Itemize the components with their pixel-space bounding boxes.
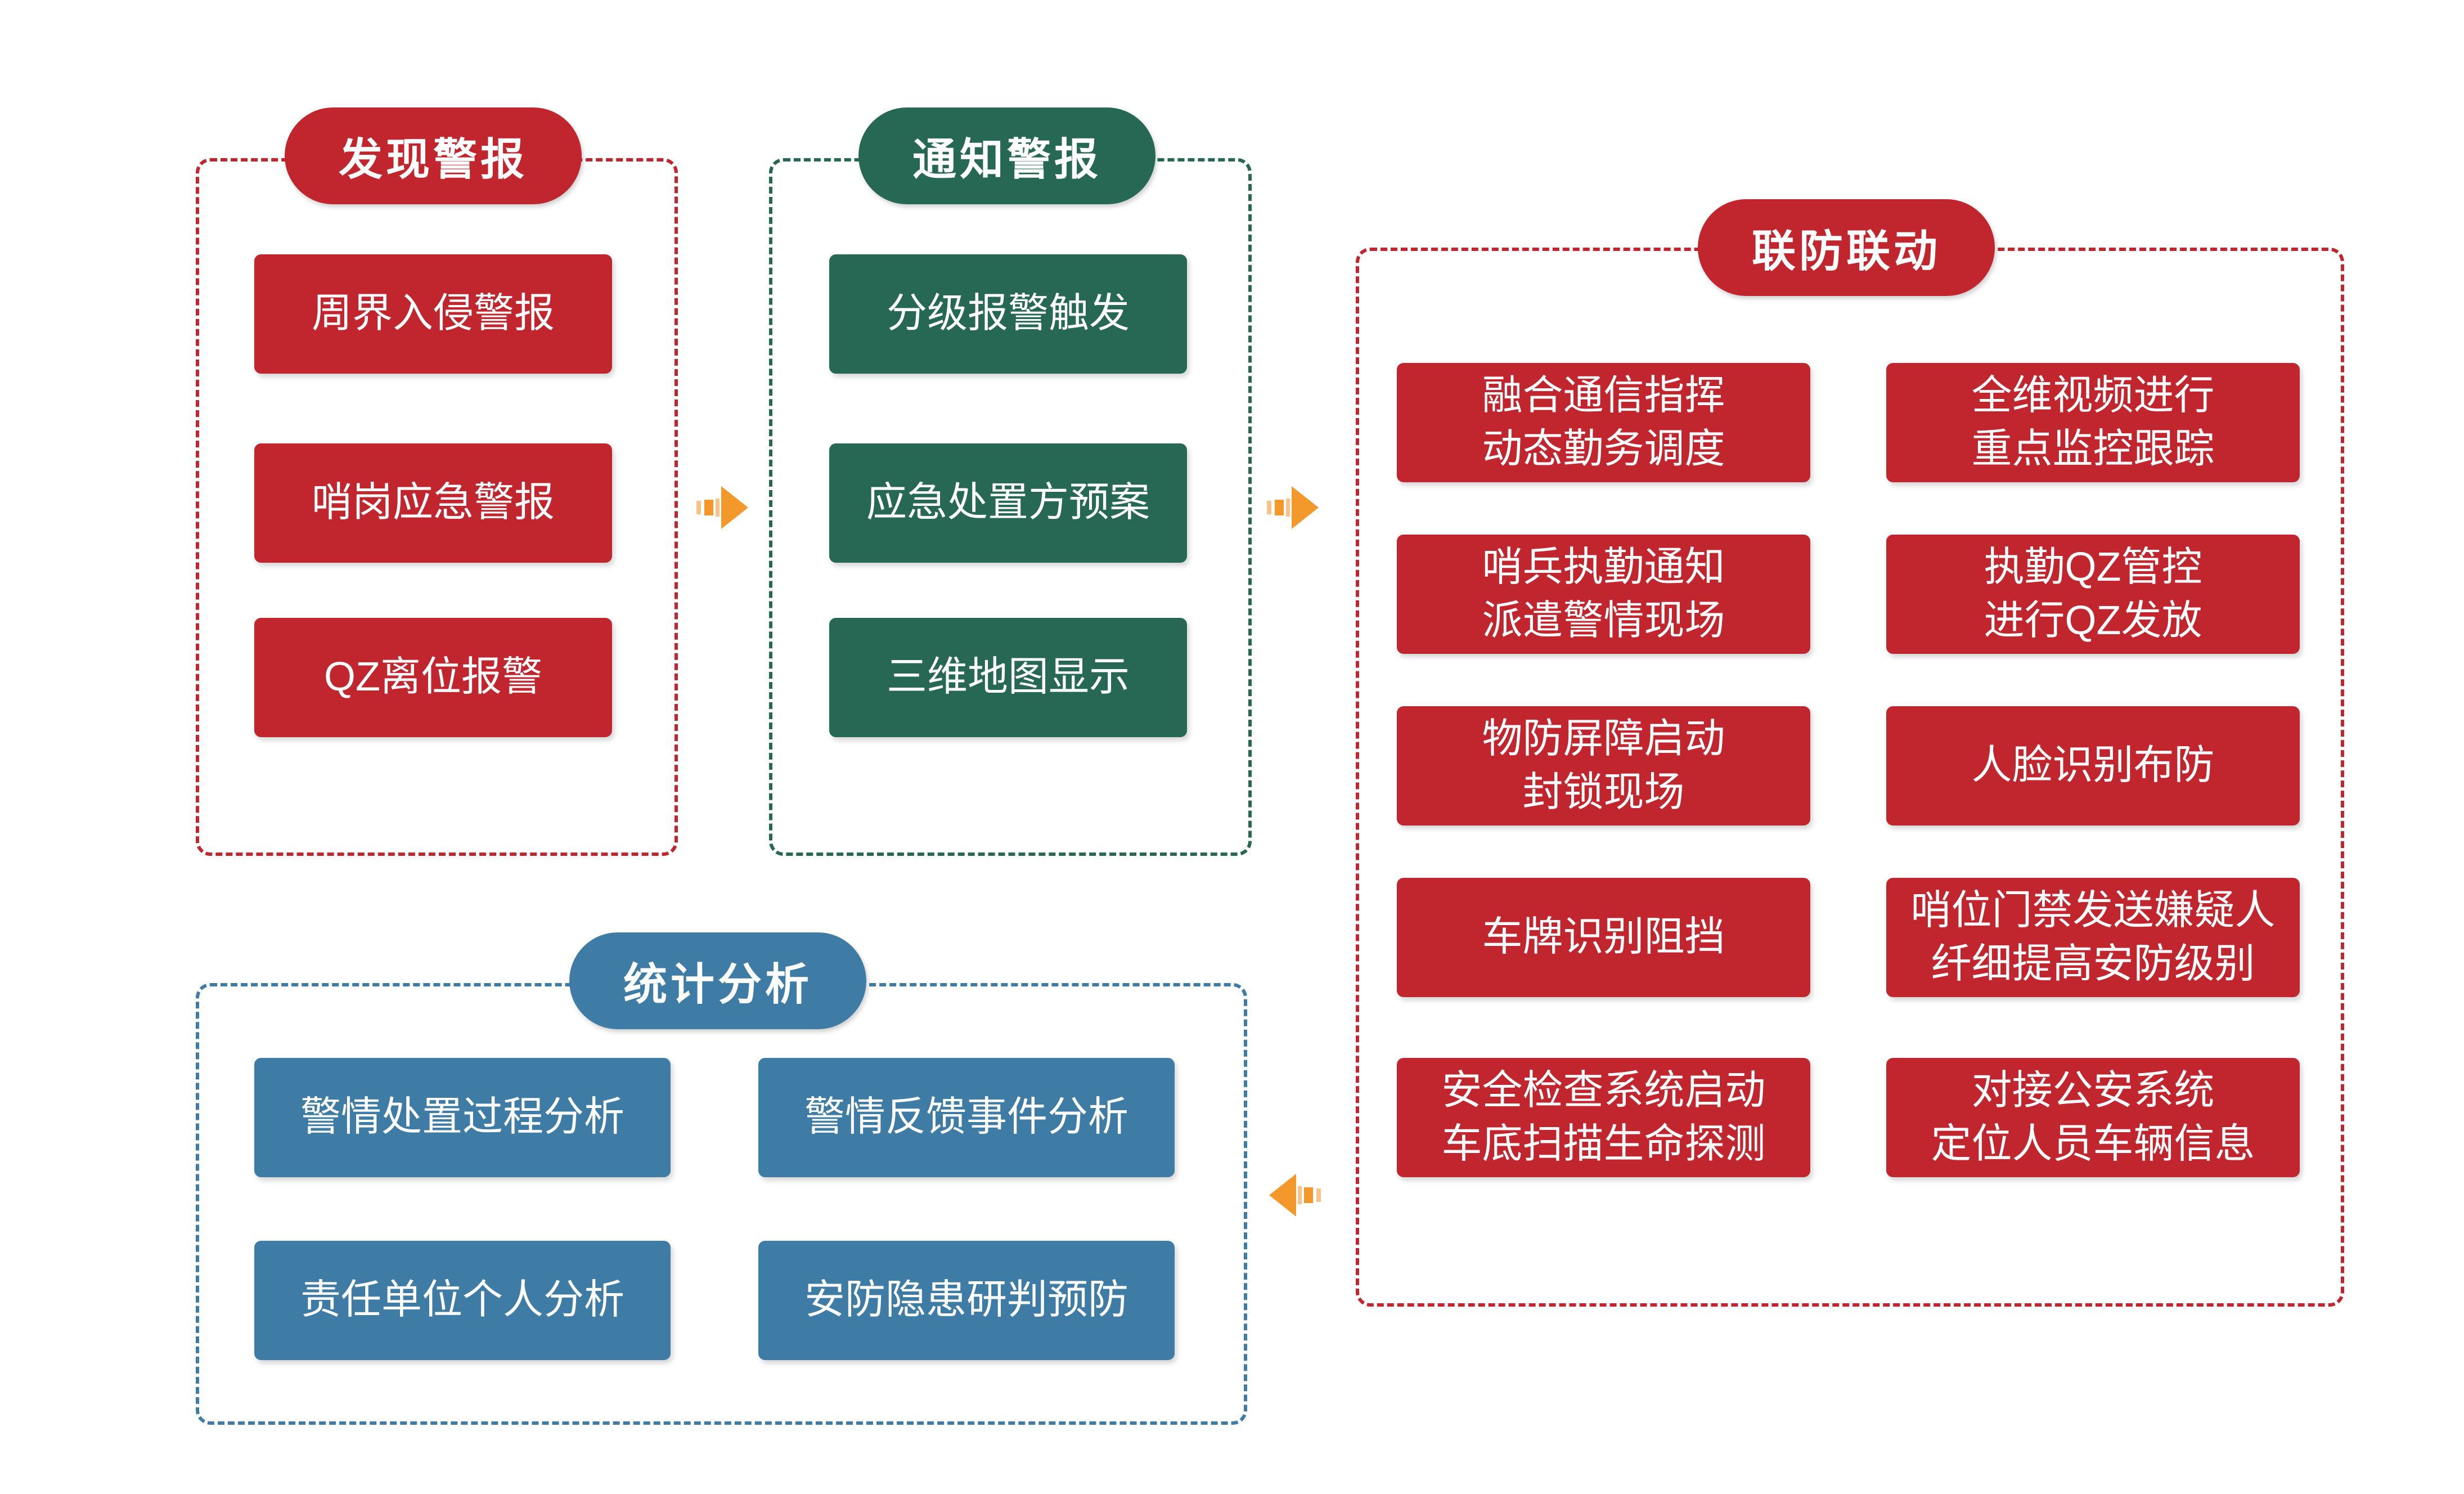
node-omni-video-tracking: 全维视频进行 重点监控跟踪 xyxy=(1886,363,2300,482)
notify-group-title: 通知警报 xyxy=(858,107,1155,204)
node-face-recognition-deploy: 人脸识别布防 xyxy=(1886,706,2300,825)
node-perimeter-intrusion-alarm: 周界入侵警报 xyxy=(254,254,612,374)
node-duty-qz-control: 执勤QZ管控 进行QZ发放 xyxy=(1886,535,2300,654)
node-graded-alarm-trigger: 分级报警触发 xyxy=(829,254,1187,374)
node-sentry-duty-notify: 哨兵执勤通知 派遣警情现场 xyxy=(1397,535,1810,654)
node-security-check-life-detect: 安全检查系统启动 车底扫描生命探测 xyxy=(1397,1058,1810,1177)
node-police-system-locate: 对接公安系统 定位人员车辆信息 xyxy=(1886,1058,2300,1177)
node-alarm-handling-process-analysis: 警情处置过程分析 xyxy=(254,1058,671,1177)
linkage-group-title: 联防联动 xyxy=(1698,199,1995,296)
node-responsible-unit-person-analysis: 责任单位个人分析 xyxy=(254,1241,671,1360)
node-plate-recognition-block: 车牌识别阻挡 xyxy=(1397,878,1810,997)
stats-group-title: 统计分析 xyxy=(569,932,866,1029)
node-emergency-response-plan: 应急处置方预案 xyxy=(829,443,1187,563)
node-access-control-suspect-alert: 哨位门禁发送嫌疑人 纤细提高安防级别 xyxy=(1886,878,2300,997)
node-hidden-danger-prediction: 安防隐患研判预防 xyxy=(758,1241,1175,1360)
node-physical-barrier-lockdown: 物防屏障启动 封锁现场 xyxy=(1397,706,1810,825)
flow-arrow-left-icon xyxy=(1269,1174,1321,1217)
node-fused-comms-dispatch: 融合通信指挥 动态勤务调度 xyxy=(1397,363,1810,482)
node-alarm-feedback-event-analysis: 警情反馈事件分析 xyxy=(758,1058,1175,1177)
node-sentry-emergency-alarm: 哨岗应急警报 xyxy=(254,443,612,563)
node-qz-off-position-alarm: QZ离位报警 xyxy=(254,618,612,737)
discover-group-title: 发现警报 xyxy=(285,107,582,204)
node-3d-map-display: 三维地图显示 xyxy=(829,618,1187,737)
flow-arrow-right-icon xyxy=(1267,486,1319,529)
flow-arrow-right-icon xyxy=(696,486,748,529)
